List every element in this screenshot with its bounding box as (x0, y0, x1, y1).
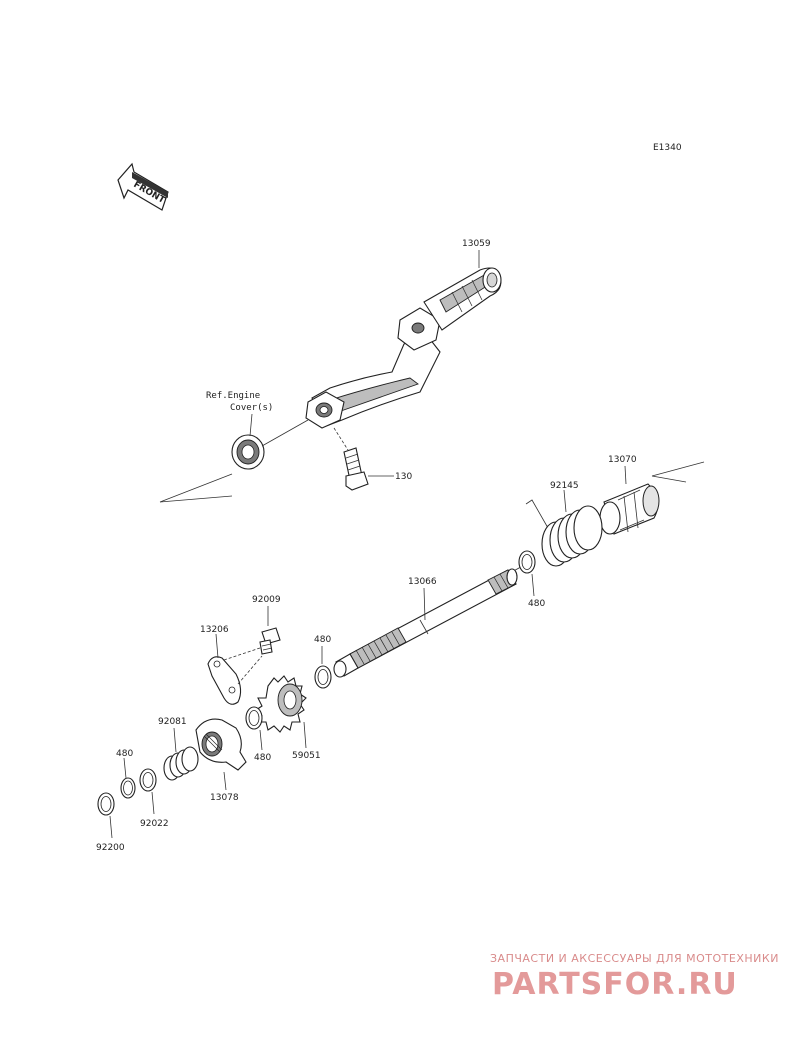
kick-pedal[interactable] (305, 267, 502, 429)
watermark-tagline: ЗАПЧАСТИ И АКСЕССУАРЫ ДЛЯ МОТОТЕХНИКИ (490, 952, 779, 965)
guide-plate-13206 (207, 647, 263, 705)
kick-gear-59051 (255, 675, 307, 733)
bolt-92009 (259, 627, 281, 655)
label-480-middle: 480 (314, 635, 331, 645)
label-130: 130 (395, 472, 412, 482)
diagram-code: E1340 (653, 143, 682, 153)
spring-guide-13070 (599, 483, 660, 535)
label-480-right: 480 (528, 599, 545, 609)
washer-92200 (97, 792, 115, 816)
oil-seal (231, 434, 265, 470)
circlip-480-middle (314, 665, 332, 689)
front-arrow-icon: FRONT (117, 162, 169, 211)
label-13078: 13078 (210, 793, 239, 803)
label-92009: 92009 (252, 595, 281, 605)
label-92081: 92081 (158, 717, 187, 727)
label-480-left: 480 (116, 749, 133, 759)
watermark-brand: PARTSFOR.RU (492, 967, 738, 1002)
label-13059: 13059 (462, 239, 491, 249)
circlip-480-right (518, 550, 536, 574)
spring-92081 (163, 746, 199, 781)
label-92145: 92145 (550, 481, 579, 491)
torsion-spring-92145 (525, 499, 603, 567)
bolt-130 (333, 427, 369, 491)
label-13206: 13206 (200, 625, 229, 635)
kick-shaft-13066 (333, 568, 518, 678)
label-59051: 59051 (292, 751, 321, 761)
washer-92022 (139, 768, 157, 792)
label-92200: 92200 (96, 843, 125, 853)
ref-label-line1: Ref.Engine (206, 391, 260, 401)
circlip-480-lower (245, 706, 263, 730)
ref-label-line2: Cover(s) (230, 403, 273, 413)
circlip-480-left (120, 777, 136, 799)
label-480-lower: 480 (254, 753, 271, 763)
label-92022: 92022 (140, 819, 169, 829)
watermark-logo: ЗАПЧАСТИ И АКСЕССУАРЫ ДЛЯ МОТОТЕХНИКИ PA… (490, 952, 779, 1002)
label-13070: 13070 (608, 455, 637, 465)
label-13066: 13066 (408, 577, 437, 587)
ratchet-13078 (195, 718, 247, 771)
